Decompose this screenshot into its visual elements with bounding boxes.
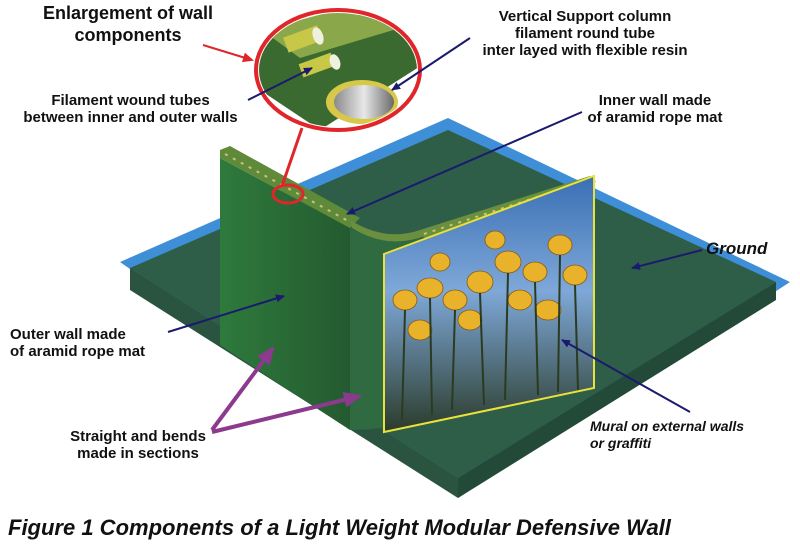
enlargement-pointer-arrow (202, 44, 254, 63)
mural-image (383, 174, 595, 434)
mural-label: Mural on external walls or graffiti (590, 418, 795, 452)
outer-wall-panel (220, 146, 360, 430)
sections-line1: Straight and bends (70, 428, 206, 445)
mural-line1: Mural on external walls (590, 418, 745, 434)
filament-tubes-label: Filament wound tubes between inner and o… (8, 92, 253, 126)
outer-wall-label: Outer wall made of aramid rope mat (10, 326, 180, 360)
enlargement-label-line1: Enlargement of wall (42, 3, 214, 23)
enlargement-bubble (254, 8, 422, 132)
sections-line2: made in sections (77, 445, 199, 462)
sections-label: Straight and bends made in sections (38, 428, 238, 462)
inner-wall-arrow (346, 111, 583, 215)
vertical-support-line2: filament round tube (515, 25, 655, 42)
figure-caption: Figure 1 Components of a Light Weight Mo… (8, 515, 671, 540)
ground-label-text: Ground (706, 239, 768, 258)
inner-wall-label: Inner wall made of aramid rope mat (570, 92, 740, 126)
filament-tubes-arrow (247, 67, 313, 101)
detail-highlight-small (271, 183, 305, 205)
filament-tubes-line2: between inner and outer walls (23, 109, 238, 126)
sections-arrow-2 (211, 392, 362, 434)
ground-arrow (631, 249, 703, 270)
outer-wall-arrow (167, 294, 285, 333)
filament-tubes-line1: Filament wound tubes (51, 92, 210, 109)
outer-wall-line2: of aramid rope mat (10, 343, 146, 360)
ground-label: Ground (706, 240, 767, 257)
vertical-support-line3: inter layed with flexible resin (482, 42, 688, 59)
mural-arrow (561, 339, 691, 413)
inner-wall-line2: of aramid rope mat (587, 109, 723, 126)
sections-arrow-1 (210, 346, 275, 432)
vertical-support-line1: Vertical Support column (498, 8, 672, 25)
mural-line2: or graffiti (590, 435, 652, 451)
vertical-support-label: Vertical Support column filament round t… (440, 8, 730, 59)
enlargement-label: Enlargement of wall components (28, 2, 228, 46)
outer-wall-line1: Outer wall made (10, 326, 126, 343)
detail-connector-line (280, 127, 304, 187)
enlargement-label-line2: components (74, 25, 182, 45)
vertical-support-arrow (391, 37, 471, 91)
inner-wall-line1: Inner wall made (598, 92, 712, 109)
